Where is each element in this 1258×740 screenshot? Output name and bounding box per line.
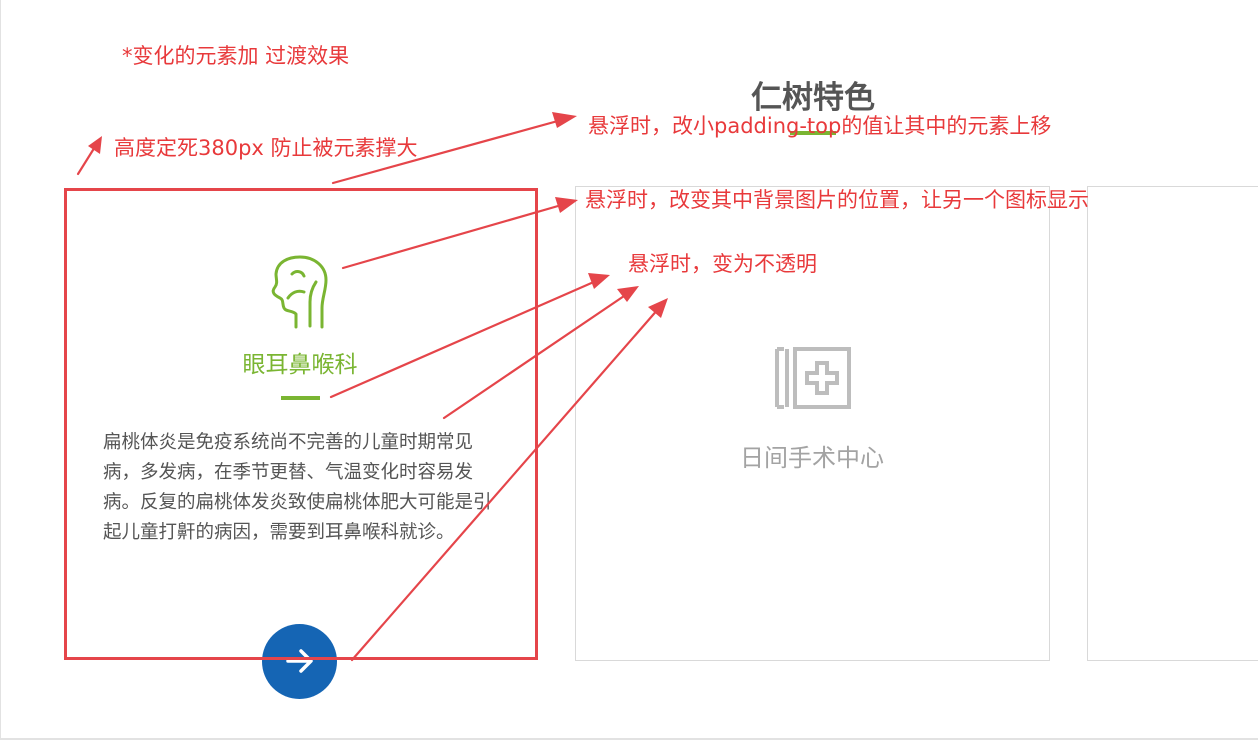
card-title-bar	[281, 396, 320, 400]
feature-card-partial[interactable]	[1087, 186, 1258, 661]
section-title: 仁树特色	[751, 80, 875, 116]
card-title: 眼耳鼻喉科	[242, 352, 358, 378]
annotation-padding-note: 悬浮时，改小padding-top的值让其中的元素上移	[588, 114, 1052, 138]
annotation-height-note: 高度定死380px 防止被元素撑大	[114, 136, 418, 160]
card-title: 日间手术中心	[740, 444, 884, 472]
annotation-opacity-note: 悬浮时，变为不透明	[628, 252, 817, 276]
card-more-button[interactable]	[262, 624, 337, 699]
hospital-cross-icon	[775, 347, 851, 409]
section-title-underline	[790, 131, 836, 135]
card-description: 扁桃体炎是免疫系统尚不完善的儿童时期常见病，多发病，在季节更替、气温变化时容易发…	[103, 432, 492, 543]
annotation-transition-note: *变化的元素加 过渡效果	[122, 44, 350, 68]
annotation-background-note: 悬浮时，改变其中背景图片的位置，让另一个图标显示	[585, 188, 1089, 212]
chevron-right-icon	[286, 649, 313, 673]
throat-icon	[271, 255, 328, 329]
